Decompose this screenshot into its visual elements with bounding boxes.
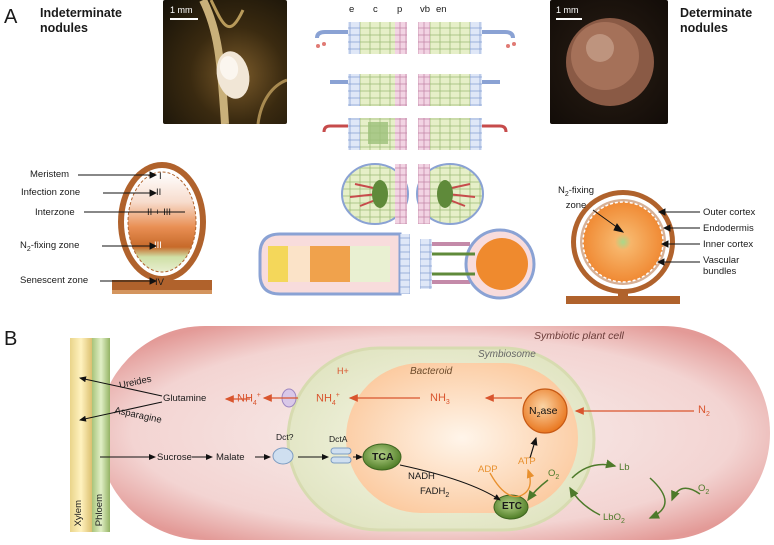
infection-zone-label: Infection zone bbox=[21, 187, 81, 198]
scale-label-right: 1 mm bbox=[556, 5, 579, 15]
malate-label: Malate bbox=[216, 452, 245, 463]
scale-bar-right bbox=[556, 18, 582, 20]
xylem-label: Xylem bbox=[73, 500, 84, 527]
o2-left-label: O2 bbox=[548, 468, 560, 481]
symbiosome-title: Symbiosome bbox=[478, 349, 536, 360]
nh4-inner-label: NH4+ bbox=[316, 392, 340, 407]
indeterminate-nodule-photo bbox=[163, 0, 287, 124]
scale-bar-left bbox=[170, 18, 198, 20]
determinate-title: Determinate nodules bbox=[680, 6, 753, 35]
lb-label: Lb bbox=[619, 462, 630, 473]
sucrose-label: Sucrose bbox=[157, 452, 192, 463]
tissue-label-endodermis: en bbox=[436, 4, 447, 15]
interzone-label: Interzone bbox=[35, 207, 75, 218]
outer-cortex-label: Outer cortex bbox=[703, 207, 756, 218]
panel-b-letter: B bbox=[4, 328, 18, 350]
scale-label-left: 1 mm bbox=[170, 5, 193, 15]
glutamine-label: Glutamine bbox=[163, 393, 207, 404]
panel-a-letter: A bbox=[4, 6, 18, 28]
indeterminate-title: Indeterminate nodules bbox=[40, 6, 122, 35]
determinate-nodule-diagram bbox=[566, 190, 680, 304]
h-plus-label: H+ bbox=[337, 366, 349, 376]
inner-cortex-label: Inner cortex bbox=[703, 239, 754, 250]
o2-right-label: O2 bbox=[698, 483, 710, 496]
endodermis-label: Endodermis bbox=[703, 223, 754, 234]
tca-label: TCA bbox=[372, 451, 394, 463]
bacteroid-title: Bacteroid bbox=[410, 366, 453, 377]
etc-label: ETC bbox=[502, 501, 522, 512]
nadh-label: NADH bbox=[408, 471, 435, 482]
determinate-nodule-photo bbox=[550, 0, 668, 124]
fadh2-label: FADH2 bbox=[420, 486, 450, 499]
nodule-development-diagram bbox=[258, 22, 536, 300]
zone-numeral-i: I bbox=[159, 171, 162, 182]
zone-numeral-iv: IV bbox=[155, 277, 164, 288]
dct-question-label: Dct? bbox=[276, 432, 294, 442]
meristem-label: Meristem bbox=[30, 169, 70, 180]
n2ase-label: N2ase bbox=[529, 405, 558, 420]
tissue-label-vascular-bundle: vb bbox=[420, 4, 431, 15]
zone-numeral-ii: II bbox=[156, 187, 162, 198]
tissue-label-epidermis: e bbox=[349, 4, 355, 15]
adp-label: ADP bbox=[478, 464, 498, 475]
dcta-label: DctA bbox=[329, 434, 348, 444]
plant-cell-title: Symbiotic plant cell bbox=[534, 330, 624, 342]
n2-fixing-zone-label: N2-fixing zone bbox=[20, 240, 80, 253]
nh3-label: NH3 bbox=[430, 392, 450, 407]
lbo2-label: LbO2 bbox=[603, 512, 625, 525]
n2-label: N2 bbox=[698, 404, 710, 419]
senescent-zone-label: Senescent zone bbox=[20, 275, 89, 286]
zone-numeral-ii-iii: II + III bbox=[147, 207, 172, 218]
tissue-label-pericycle: p bbox=[397, 4, 403, 15]
tissue-label-cortex: c bbox=[373, 4, 378, 15]
atp-label: ATP bbox=[518, 456, 536, 467]
nh4-outer-label: NH4+ bbox=[237, 392, 261, 407]
phloem-label: Phloem bbox=[94, 494, 105, 527]
zone-numeral-iii: III bbox=[154, 240, 162, 251]
indeterminate-nodule-diagram bbox=[112, 162, 212, 294]
